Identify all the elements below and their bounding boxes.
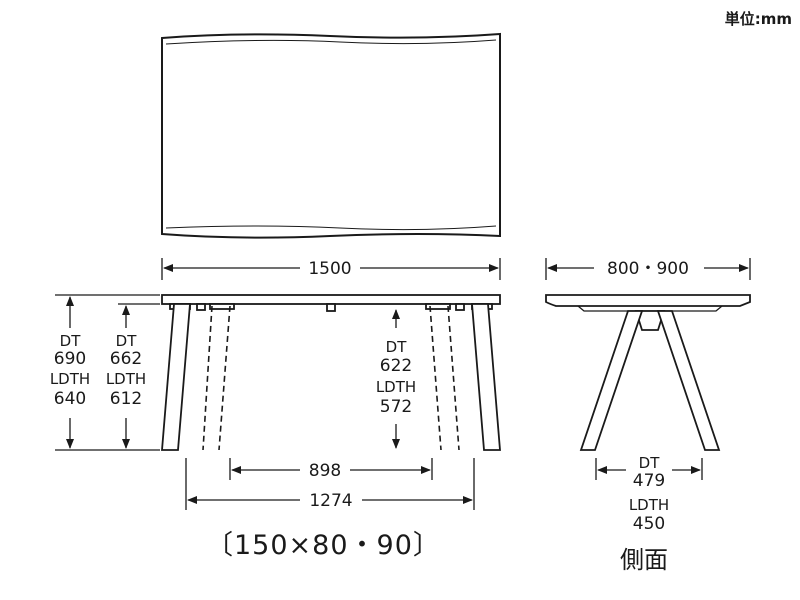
height-left-l2: 690: [54, 349, 86, 369]
tabletop-outline: [161, 32, 501, 239]
clearance-l1: DT: [386, 338, 408, 356]
side-foot-l2: 479: [633, 471, 665, 491]
height-mid-labels: DT 662 LDTH 612: [106, 332, 146, 409]
height-mid-l2: 662: [110, 349, 142, 369]
clearance-l4: 572: [380, 397, 412, 417]
unit-label: 単位:mm: [724, 10, 792, 28]
span-dimensions: [185, 458, 475, 510]
inner-span-value: 898: [309, 461, 341, 481]
side-foot-l1: DT: [639, 454, 661, 472]
side-foot-l3: LDTH: [629, 496, 669, 514]
tabletop-edge-bottom: [165, 225, 497, 231]
side-view: [545, 294, 751, 451]
front-view: [161, 294, 501, 451]
side-leg-left: [579, 310, 644, 451]
height-left-labels: DT 690 LDTH 640: [50, 332, 90, 409]
front-tabletop: [161, 294, 501, 305]
front-leg-right: [471, 303, 501, 451]
height-dimensions: [55, 294, 400, 451]
side-view-caption: 側面: [620, 546, 668, 574]
side-apron: [634, 310, 666, 331]
side-foot-dimension: [595, 458, 703, 480]
clearance-labels: DT 622 LDTH 572: [376, 338, 416, 417]
clearance-l3: LDTH: [376, 378, 416, 396]
tabletop-edge-top: [165, 39, 497, 45]
side-depth-value: 800・900: [607, 259, 689, 279]
side-foot-l4: 450: [633, 514, 665, 534]
width-dimension: [161, 258, 501, 280]
width-value: 1500: [308, 259, 351, 279]
top-view: [161, 32, 501, 239]
height-mid-l1: DT: [116, 332, 138, 350]
height-left-l1: DT: [60, 332, 82, 350]
height-mid-l3: LDTH: [106, 370, 146, 388]
side-tabletop: [545, 294, 751, 307]
height-left-l4: 640: [54, 389, 86, 409]
leg-span-value: 1274: [309, 491, 352, 511]
side-foot-labels: DT 479 LDTH 450: [629, 454, 669, 534]
side-depth-dimension: [545, 258, 751, 280]
side-leg-right: [656, 310, 721, 451]
height-left-l3: LDTH: [50, 370, 90, 388]
hidden-legs: [202, 305, 460, 451]
clearance-l2: 622: [380, 356, 412, 376]
height-mid-l4: 612: [110, 389, 142, 409]
front-leg-left: [161, 303, 191, 451]
size-caption: 〔150×80・90〕: [206, 530, 441, 561]
